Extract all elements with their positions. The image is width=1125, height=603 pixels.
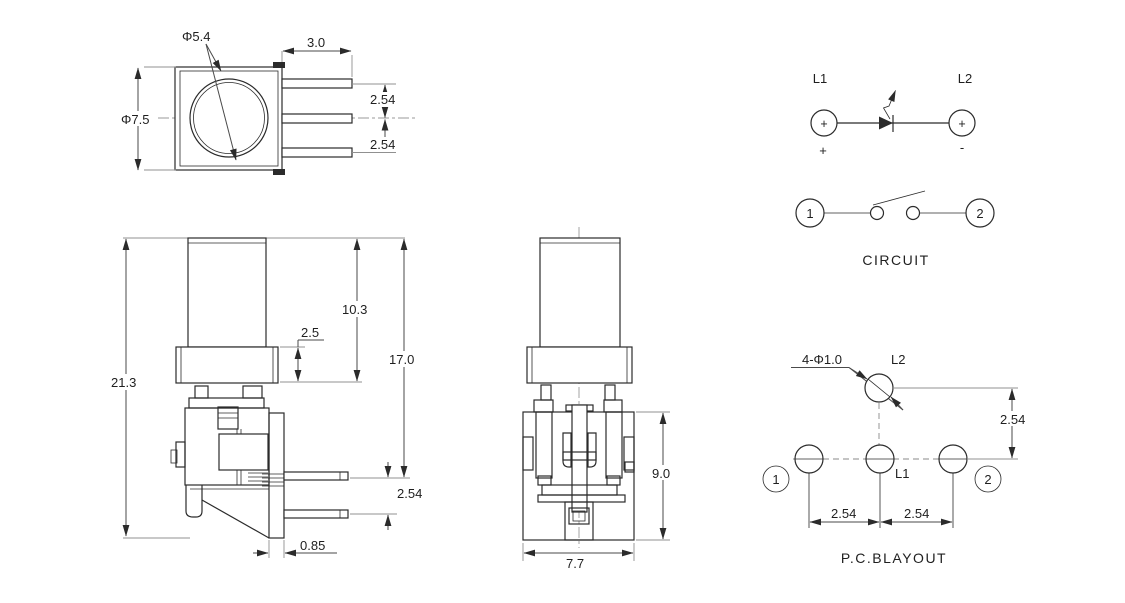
front-clip-left (562, 432, 572, 468)
led-triangle-icon (879, 116, 893, 130)
pin-2 (281, 113, 353, 124)
side-body (184, 407, 270, 486)
pin-length-label: 3.0 (307, 35, 325, 50)
front-bottom-column (564, 501, 594, 541)
pin-pitch-a-label: 2.54 (370, 92, 395, 107)
knob-inner-circle (193, 82, 265, 154)
side-left-clip (175, 441, 186, 468)
side-pin-2 (283, 509, 349, 519)
knob-outer-circle (189, 78, 269, 158)
body-height-label: Φ7.5 (121, 112, 149, 127)
switch-arm (872, 190, 926, 206)
lamp1-sign: + (820, 117, 827, 131)
cap-height-label: 10.3 (342, 302, 367, 317)
horizontal-pitch-right-label: 2.54 (904, 506, 929, 521)
knob-dia-leader (205, 43, 237, 161)
polarity-plus: + (819, 143, 827, 158)
switch-contact-right (905, 205, 921, 221)
side-pin-1 (283, 471, 349, 481)
top-view-body-inner (179, 70, 279, 167)
pcb-terminal1-label: 1 (772, 472, 779, 487)
vertical-pitch-label: 2.54 (1000, 412, 1025, 427)
lamp2-label: L2 (958, 71, 972, 86)
side-bracket-plate (268, 412, 285, 539)
horizontal-pitch-left-label: 2.54 (831, 506, 856, 521)
height-to-pin-label: 17.0 (389, 352, 414, 367)
pcb-lamp1-label: L1 (895, 466, 909, 481)
side-pin-pitch-label: 2.54 (397, 486, 422, 501)
front-left-clip (522, 436, 534, 471)
front-body-width-label: 7.7 (566, 556, 584, 571)
pin-3 (281, 147, 353, 158)
knob-dia-leader-arrow (205, 43, 222, 72)
circuit-diagram: L1 L2 + + + - 1 2 CIRCUIT (795, 71, 995, 268)
front-clip-right (587, 432, 597, 468)
lamp2-sign: + (958, 117, 965, 131)
polarity-minus: - (960, 140, 964, 155)
pin-pitch-b-label: 2.54 (370, 137, 395, 152)
circuit-title: CIRCUIT (862, 252, 929, 268)
bracket-thickness-label: 0.85 (300, 538, 325, 553)
bottom-tab (273, 169, 285, 175)
overall-height-label: 21.3 (111, 375, 136, 390)
front-flange (526, 346, 633, 384)
front-body-height-label: 9.0 (652, 466, 670, 481)
front-view: 9.0 7.7 (522, 227, 678, 571)
front-shaft (571, 404, 588, 513)
flange-thickness-label: 2.5 (301, 325, 319, 340)
side-flange (175, 346, 279, 384)
side-view: 21.3 2.5 10.3 17.0 2.54 0.85 (108, 237, 422, 558)
lamp1-label: L1 (813, 71, 827, 86)
side-inner-block (218, 433, 269, 471)
pcb-lamp2-label: L2 (891, 352, 905, 367)
side-diagonal (201, 499, 270, 539)
side-plunger (187, 237, 267, 348)
side-top-tab-left (194, 385, 209, 399)
top-tab (273, 62, 285, 68)
led-light-arrow-icon (882, 90, 896, 120)
pcb-layout: 4-Φ1.0 L2 1 2 L1 2.54 2.54 2.54 P (762, 352, 1032, 566)
terminal1-label: 1 (806, 206, 813, 221)
top-view: Φ5.4 Φ7.5 3.0 2.54 2.54 (119, 29, 418, 175)
switch-contact-left (869, 205, 885, 221)
front-plunger (539, 237, 621, 348)
pcb-terminal2-bubble (974, 465, 1002, 493)
hole-note-label: 4-Φ1.0 (802, 352, 842, 367)
pcb-terminal2-label: 2 (984, 472, 991, 487)
pcb-terminal1-bubble (762, 465, 790, 493)
knob-diameter-label: Φ5.4 (182, 29, 210, 44)
side-top-tab-right (242, 385, 263, 399)
terminal2-label: 2 (976, 206, 983, 221)
front-right-clip (623, 436, 635, 471)
side-foot (185, 485, 203, 518)
pcb-title: P.C.BLAYOUT (841, 550, 947, 566)
pin-1 (281, 78, 353, 89)
